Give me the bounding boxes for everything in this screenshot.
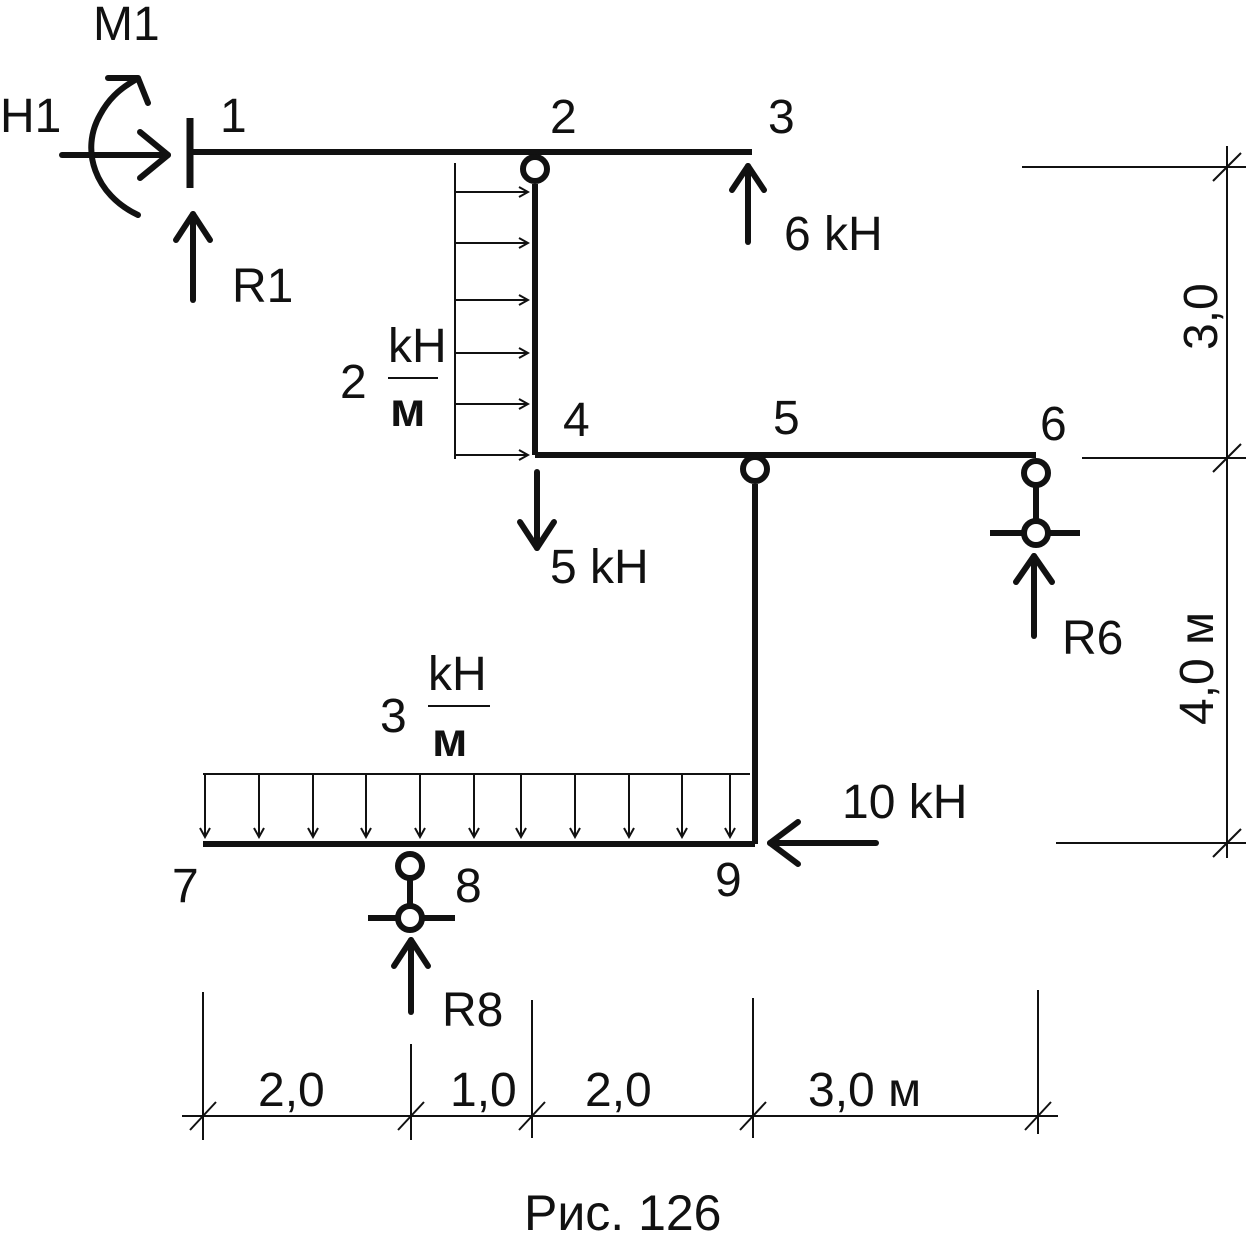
r6-arrow (1013, 553, 1055, 639)
node-label-6: 6 (1040, 398, 1067, 451)
figure-caption: Рис. 126 (524, 1185, 722, 1233)
r1-arrow (173, 211, 213, 303)
dim-horizontal-2: 1,0 (450, 1064, 517, 1117)
node-label-3: 3 (768, 91, 795, 144)
hinge-5 (740, 454, 770, 484)
label-force-10kh: 10 kH (842, 776, 967, 829)
force-6kh-arrow (729, 163, 767, 245)
label-r6: R6 (1062, 612, 1123, 665)
label-r1: R1 (232, 260, 293, 313)
frame-members (190, 149, 1036, 847)
load-labels: 6 kH 5 kH 10 kH 2 kH м 3 kH м (340, 208, 967, 829)
node-label-8: 8 (455, 860, 482, 913)
q-vertical-unit-bottom: м (390, 384, 426, 437)
dim-horizontal-1: 2,0 (258, 1064, 325, 1117)
support-6 (990, 458, 1080, 548)
force-10kh-arrow (767, 819, 879, 867)
dimension-lines (182, 146, 1246, 1140)
q-vertical-value: 2 (340, 356, 367, 409)
reaction-labels: M1 H1 R1 R6 R8 (0, 0, 1123, 1037)
h1-arrow (59, 129, 171, 181)
node-label-9: 9 (715, 854, 742, 907)
node-label-2: 2 (550, 91, 577, 144)
q-horizontal-value: 3 (380, 690, 407, 743)
node-label-5: 5 (773, 392, 800, 445)
distributed-load-vertical-member (454, 163, 528, 459)
node-label-1: 1 (220, 90, 247, 143)
force-5kh-arrow (517, 469, 557, 551)
q-vertical-unit-top: kH (388, 320, 447, 373)
dim-vertical-1: 3,0 (1175, 283, 1228, 350)
distributed-load-horizontal-member (203, 773, 750, 837)
thick-arrows (59, 75, 1055, 1015)
label-h1: H1 (0, 90, 61, 143)
m1-moment-arrow (88, 75, 151, 218)
label-force-6kh: 6 kH (784, 208, 883, 261)
label-m1: M1 (93, 0, 160, 51)
hinge-2 (520, 154, 550, 184)
q-horizontal-unit-bottom: м (432, 714, 468, 767)
dim-vertical-2: 4,0 м (1171, 612, 1224, 725)
label-r8: R8 (442, 984, 503, 1037)
node-labels: 1 2 3 4 5 6 7 8 9 (172, 90, 1067, 913)
q-horizontal-unit-top: kH (428, 648, 487, 701)
support-8 (368, 851, 455, 933)
dim-horizontal-4: 3,0 м (808, 1064, 921, 1117)
dim-horizontal-3: 2,0 (585, 1064, 652, 1117)
node-label-4: 4 (563, 394, 590, 447)
r8-arrow (391, 937, 431, 1015)
label-force-5kh: 5 kH (550, 541, 649, 594)
hinges (520, 154, 770, 484)
dimension-labels: 2,0 1,0 2,0 3,0 м 3,0 4,0 м (258, 283, 1228, 1117)
node-label-7: 7 (172, 860, 199, 913)
